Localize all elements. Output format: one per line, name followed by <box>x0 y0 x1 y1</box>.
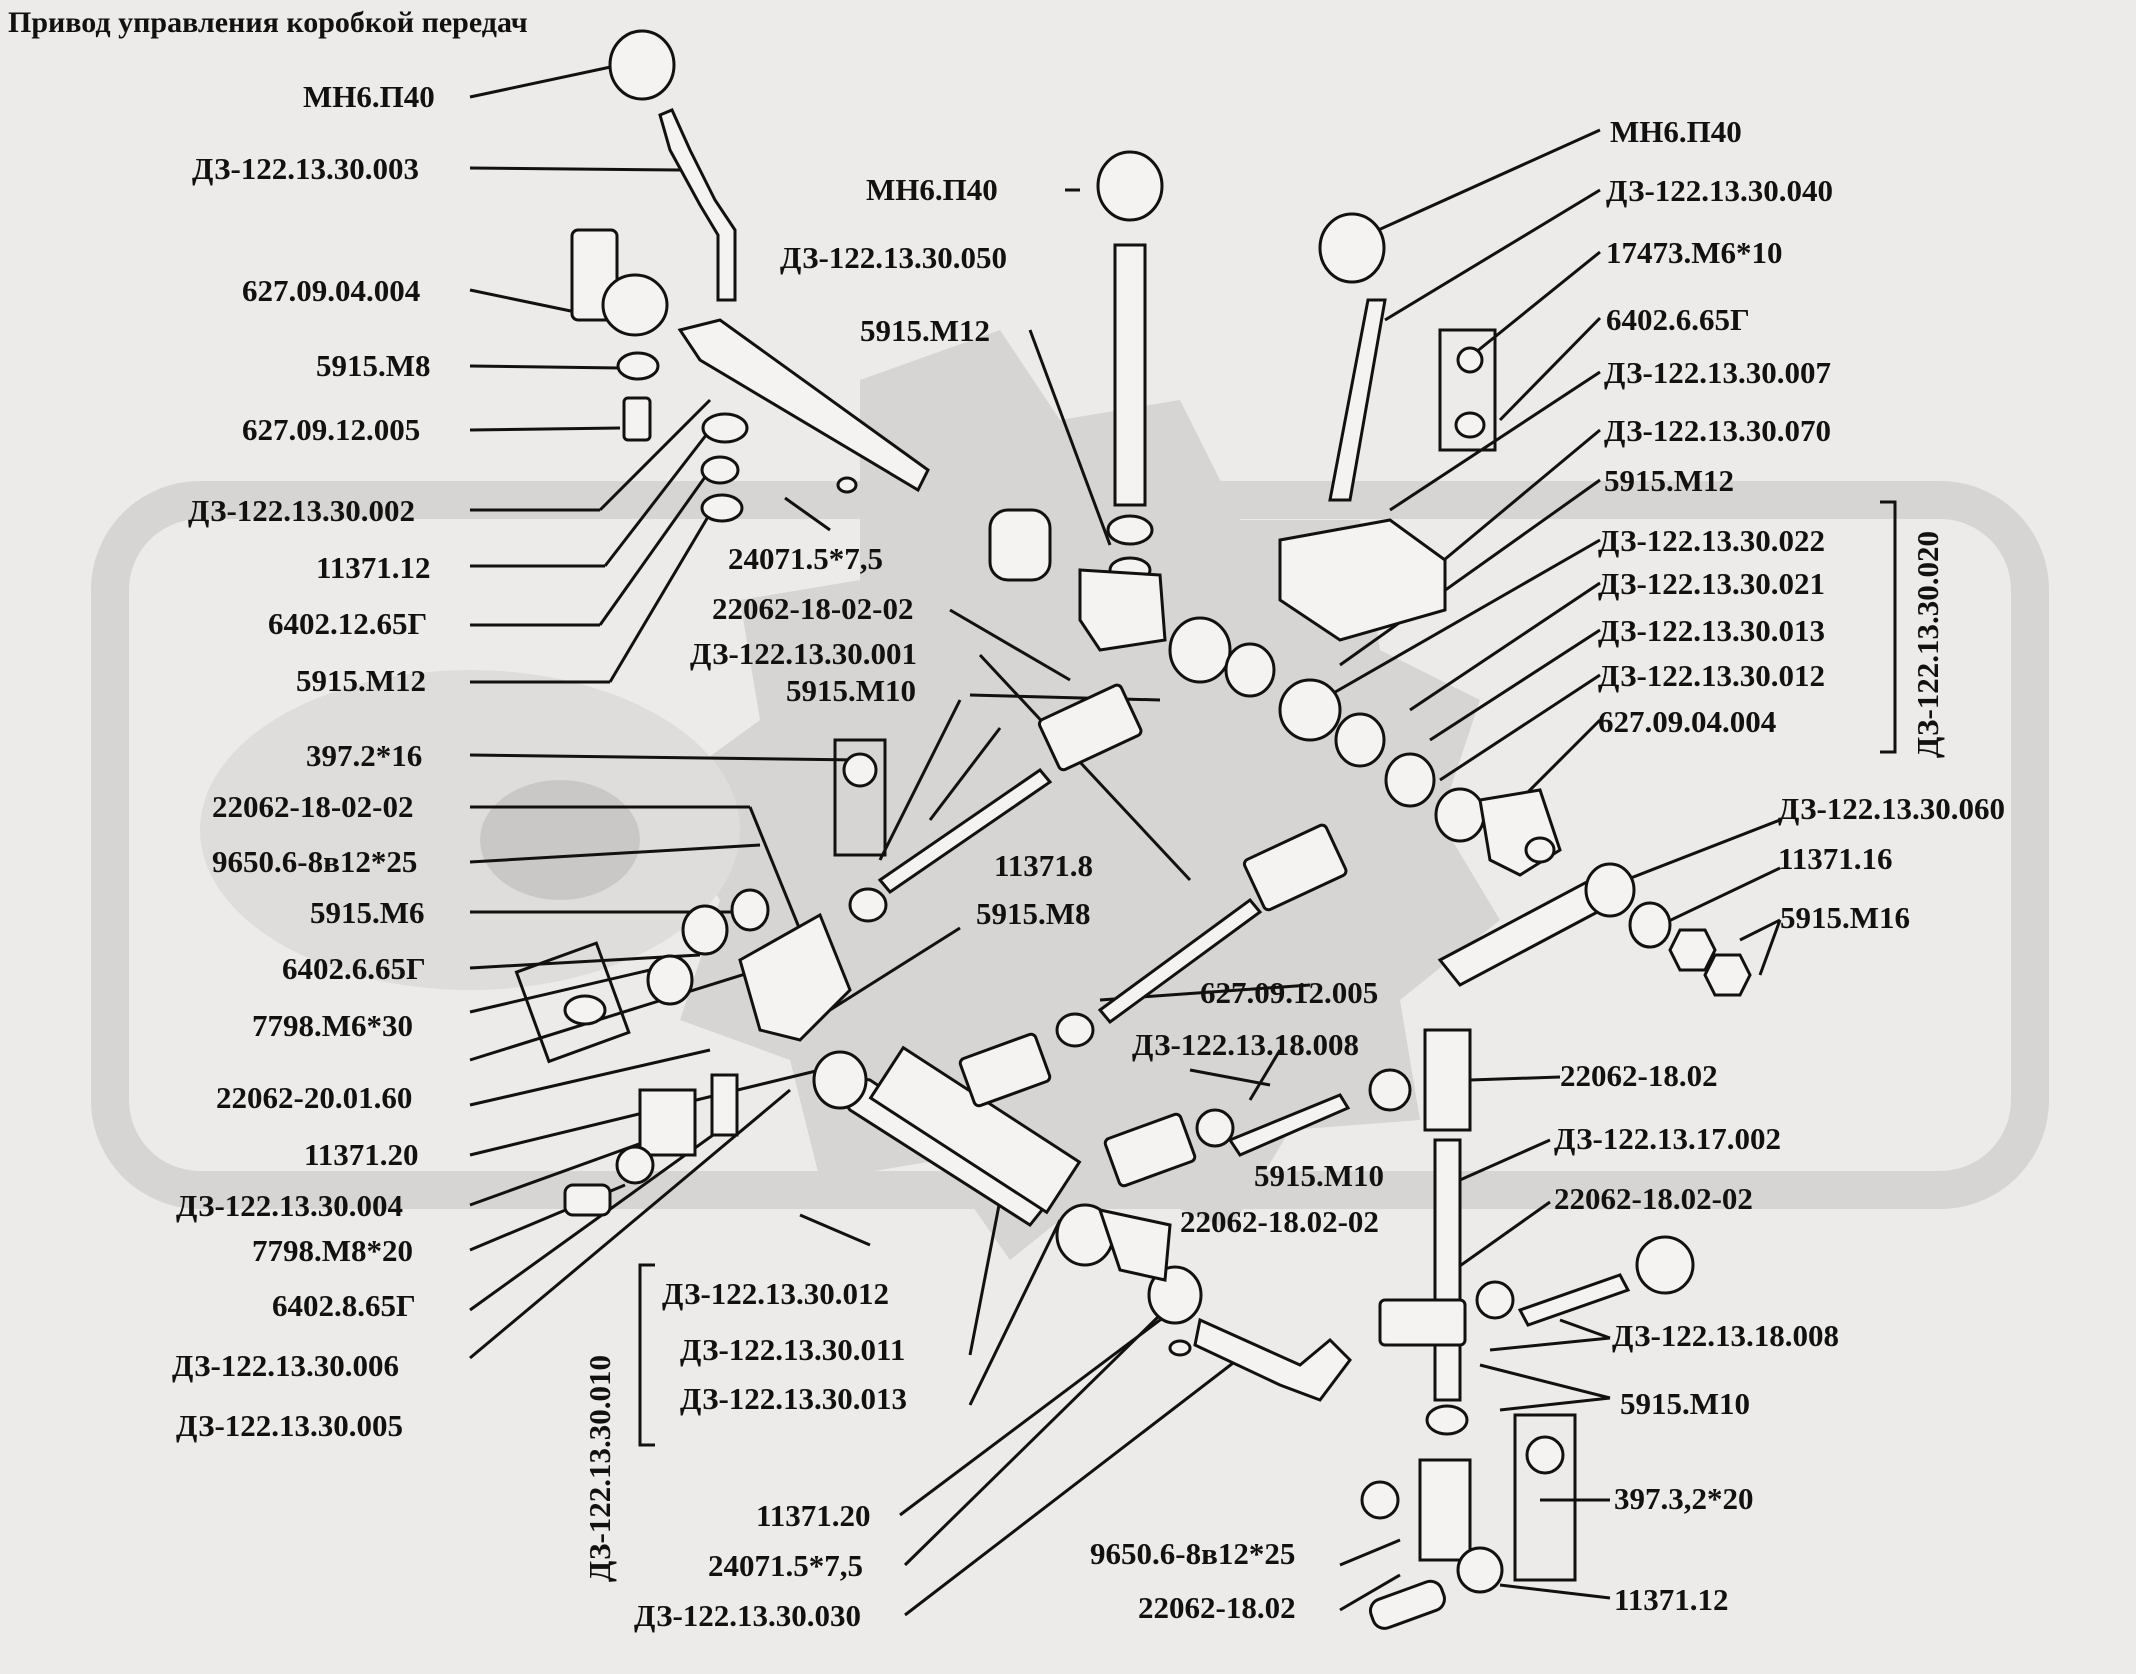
part-label: 22062-18.02-02 <box>1554 1181 1753 1216</box>
part-label: 11371.12 <box>316 550 431 585</box>
part-label: ДЗ-122.13.30.021 <box>1598 566 1826 601</box>
part-label: ДЗ-122.13.30.004 <box>176 1188 404 1223</box>
part-label: 9650.6-8в12*25 <box>1090 1536 1296 1571</box>
part-label: 5915.М12 <box>296 663 427 698</box>
part-label: ДЗ-122.13.30.001 <box>690 636 918 671</box>
knob-right <box>1318 212 1386 284</box>
part-label: 397.2*16 <box>306 738 423 773</box>
part-label: 627.09.04.004 <box>1598 704 1777 739</box>
part-label: 17473.М6*10 <box>1606 235 1783 270</box>
part-label: 5915.М12 <box>860 313 991 348</box>
part-label: ДЗ-122.13.30.050 <box>780 240 1008 275</box>
part-label: ДЗ-122.13.18.008 <box>1132 1027 1360 1062</box>
part-label: 5915.М8 <box>976 896 1091 931</box>
part-label: ДЗ-122.13.17.002 <box>1554 1121 1782 1156</box>
part-label: 5915.М6 <box>310 895 425 930</box>
left-shaft <box>677 318 930 493</box>
part-label: ДЗ-122.13.18.008 <box>1612 1318 1840 1353</box>
part-label: 22062-18.02 <box>1560 1058 1718 1093</box>
part-label: 22062-18.02 <box>1138 1590 1296 1625</box>
part-label: 5915.М12 <box>1604 463 1735 498</box>
right-lever <box>1328 298 1387 502</box>
part-label: ДЗ-122.13.30.030 <box>634 1598 862 1633</box>
part-label: ДЗ-122.13.30.012 <box>662 1276 890 1311</box>
part-label: ДЗ-122.13.30.060 <box>1778 791 2006 826</box>
part-label: ДЗ-122.13.30.011 <box>680 1332 906 1367</box>
part-label: ДЗ-122.13.30.005 <box>176 1408 404 1443</box>
lower-end-lever <box>1193 1317 1352 1402</box>
part-label: 5915.М10 <box>1620 1386 1751 1421</box>
part-label: ДЗ-122.13.30.003 <box>192 151 420 186</box>
part-label: 627.09.12.005 <box>242 412 421 447</box>
part-label: 5915.М16 <box>1780 900 1911 935</box>
part-label: 24071.5*7,5 <box>708 1548 863 1583</box>
part-label: 22062-18.02-02 <box>1180 1204 1379 1239</box>
part-label: 11371.20 <box>756 1498 871 1533</box>
part-label: ДЗ-122.13.30.007 <box>1604 355 1832 390</box>
part-label: 6402.6.65Г <box>1606 302 1750 337</box>
part-label: 22062-18-02-02 <box>212 789 414 824</box>
part-label: 5915.М10 <box>1254 1158 1385 1193</box>
part-label: 7798.М6*30 <box>252 1008 414 1043</box>
part-label: 6402.8.65Г <box>272 1288 416 1323</box>
part-label: 22062-20.01.60 <box>216 1080 413 1115</box>
group-bracket-upper <box>1880 500 1897 754</box>
part-label: 11371.12 <box>1614 1582 1729 1617</box>
part-label: 5915.М8 <box>316 348 431 383</box>
part-label: ДЗ-122.13.30.012 <box>1598 658 1826 693</box>
page-title: Привод управления коробкой передач <box>8 6 528 39</box>
part-label: МН6.П40 <box>866 172 998 207</box>
part-label: 6402.6.65Г <box>282 951 426 986</box>
part-label: 22062-18-02-02 <box>712 591 914 626</box>
part-label: ДЗ-122.13.30.006 <box>172 1348 400 1383</box>
part-label: ДЗ-122.13.30.002 <box>188 493 416 528</box>
group-label-lower: ДЗ-122.13.30.010 <box>582 1354 617 1582</box>
group-bracket-lower <box>638 1263 655 1447</box>
part-label: МН6.П40 <box>1610 114 1742 149</box>
group-label-upper: ДЗ-122.13.30.020 <box>1910 530 1945 758</box>
left-bent-lever <box>658 108 737 302</box>
part-label: ДЗ-122.13.30.022 <box>1598 523 1826 558</box>
part-label: 7798.М8*20 <box>252 1233 414 1268</box>
part-label: ДЗ-122.13.30.040 <box>1606 173 1834 208</box>
part-label: МН6.П40 <box>303 79 435 114</box>
base-plate <box>1278 518 1447 642</box>
part-label: 11371.20 <box>304 1137 419 1172</box>
part-drawings <box>514 29 1752 1630</box>
part-label: 397.3,2*20 <box>1614 1481 1754 1516</box>
part-label: 627.09.04.004 <box>242 273 421 308</box>
part-label: 11371.16 <box>1778 841 1893 876</box>
part-label: ДЗ-122.13.30.013 <box>680 1381 908 1416</box>
part-label: ДЗ-122.13.30.013 <box>1598 613 1826 648</box>
part-label: 9650.6-8в12*25 <box>212 844 418 879</box>
knob-middle <box>1096 150 1164 222</box>
part-label: 11371.8 <box>994 848 1094 883</box>
part-label: 6402.12.65Г <box>268 606 428 641</box>
knob-left <box>608 29 676 101</box>
part-label: 5915.М10 <box>786 673 917 708</box>
part-label: ДЗ-122.13.30.070 <box>1604 413 1832 448</box>
part-label: 627.09.12.005 <box>1200 975 1379 1010</box>
middle-vertical-rod <box>1113 243 1147 507</box>
part-label: 24071.5*7,5 <box>728 541 883 576</box>
